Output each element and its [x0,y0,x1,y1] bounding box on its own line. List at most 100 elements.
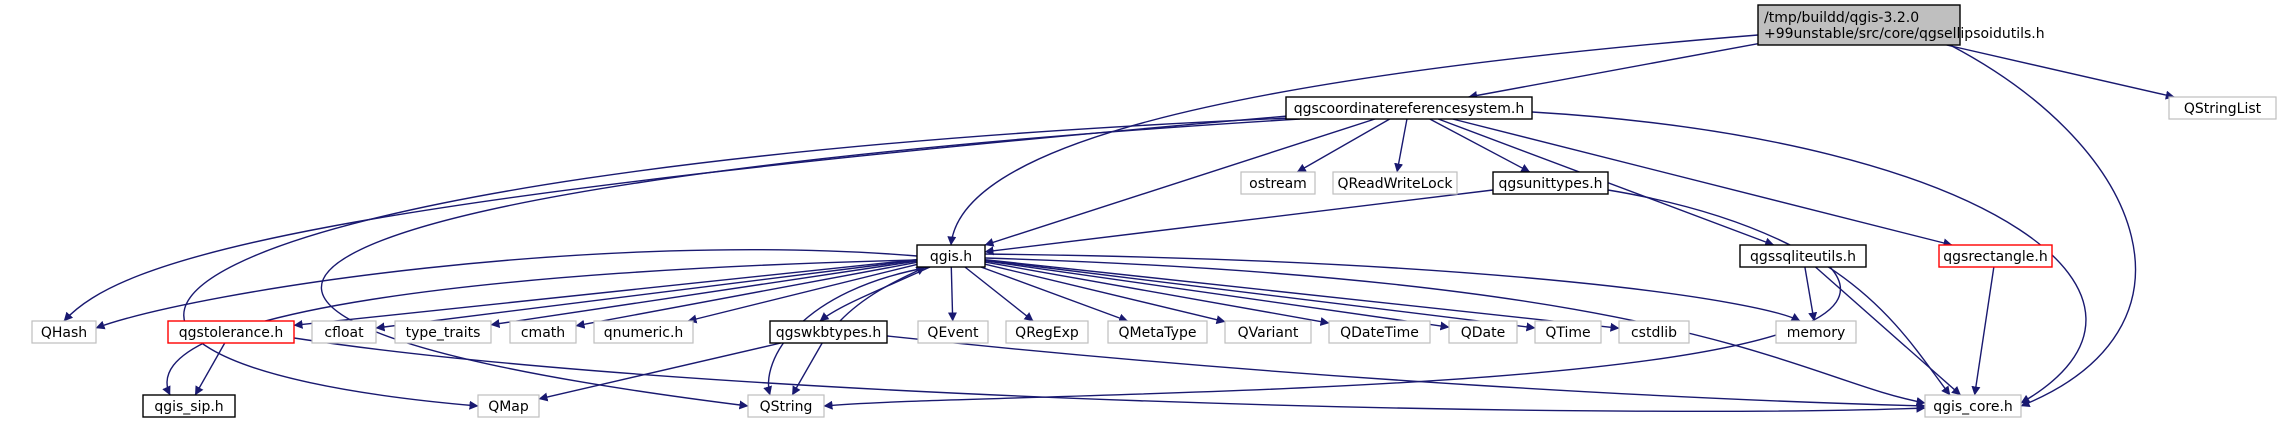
node-qregexp: QRegExp [1005,320,1089,344]
node-qnumeric: qnumeric.h [593,320,694,344]
node-qgis_core: qgis_core.h [1924,394,2022,418]
node-box-root [1757,4,1961,46]
edge-qgis-to-cstdlib [984,258,1620,332]
node-label-cstdlib: cstdlib [1631,325,1677,341]
node-label-qgssqliteutils: qgssqliteutils.h [1750,249,1856,265]
edge-crs-to-qgis [984,118,1376,247]
node-box-qgssqliteutils [1739,244,1867,268]
node-box-qhash [31,320,97,344]
node-cmath: cmath [509,320,577,344]
node-box-qtime [1534,320,1602,344]
node-box-qdate [1448,320,1518,344]
node-box-qgis [916,244,986,268]
node-label-qstringlist: QStringList [2184,101,2262,117]
edge-qgssqliteutils-to-qgis_core [1815,266,1961,396]
node-label-cfloat: cfloat [324,325,364,341]
edge-qgssqliteutils-to-qstring [823,266,1842,410]
node-crs[interactable]: qgscoordinatereferencesystem.h [1285,96,1533,120]
edge-crs-to-qhash [63,114,1301,322]
edge-qgis-to-qdate [984,260,1450,331]
edge-qgis-to-type_traits [490,260,918,329]
edge-crs-to-ostream [1296,118,1391,173]
node-box-qgsrectangle [1938,244,2053,268]
node-cstdlib: cstdlib [1618,320,1690,344]
edges-layer [63,34,2175,413]
node-box-qstringlist [2168,96,2277,120]
node-qevent: QEvent [917,320,989,344]
node-box-cstdlib [1618,320,1690,344]
node-qgsrectangle[interactable]: qgsrectangle.h [1938,244,2053,268]
node-qgssqliteutils[interactable]: qgssqliteutils.h [1739,244,1867,268]
node-label-qevent: QEvent [927,325,979,341]
node-box-qstring [747,394,825,418]
node-label-qgstolerance: qgstolerance.h [179,325,283,341]
node-label-qvariant: QVariant [1238,325,1299,341]
node-label-qgswkbtypes: qgswkbtypes.h [776,325,881,341]
node-box-qmetatype [1107,320,1208,344]
node-label-qregexp: QRegExp [1015,325,1079,341]
node-label-qdatetime: QDateTime [1340,325,1419,341]
edge-crs-to-qreadwritelock [1394,118,1408,173]
edge-qgis-to-qvariant [984,263,1226,325]
node-label-ostream: ostream [1249,176,1307,192]
edge-qgis-to-qgswkbtypes [819,266,931,322]
node-cfloat: cfloat [311,320,377,344]
node-label-qgis_sip: qgis_sip.h [154,399,223,415]
edge-crs-to-qgsrectangle [1452,118,1953,248]
node-box-qgstolerance [167,320,295,344]
node-box-qgis_sip [142,394,236,418]
edge-qgis-to-qgis_sip [162,259,918,396]
node-box-qvariant [1224,320,1312,344]
node-box-memory [1775,320,1857,344]
node-label-qgis_core: qgis_core.h [1933,399,2013,415]
edge-qgswkbtypes-to-qgis_core [886,335,1926,411]
node-box-qnumeric [593,320,694,344]
edge-qgis-to-qdatetime [984,261,1330,326]
node-qstringlist: QStringList [2168,96,2277,120]
node-qmap: QMap [477,394,540,418]
node-label-crs: qgscoordinatereferencesystem.h [1294,101,1525,117]
node-box-qreadwritelock [1332,171,1458,195]
node-label-root-line1: /tmp/buildd/qgis-3.2.0 [1764,10,1919,26]
edge-crs-to-qmap [183,117,1291,410]
edge-crs-to-qgsunittypes [1429,118,1531,173]
node-qvariant: QVariant [1224,320,1312,344]
node-qtime: QTime [1534,320,1602,344]
edge-root-to-qstringlist [1946,44,2175,100]
node-qhash: QHash [31,320,97,344]
node-qdate: QDate [1448,320,1518,344]
edge-qgis-to-cmath [575,261,918,329]
node-label-root-line2: +99unstable/src/core/qgsellipsoidutils.h [1764,26,2045,42]
node-label-qgsrectangle: qgsrectangle.h [1943,249,2047,265]
edge-crs-to-qgis_core [1531,111,2087,404]
node-qmetatype: QMetaType [1107,320,1208,344]
node-label-cmath: cmath [521,325,565,341]
node-box-qdatetime [1328,320,1431,344]
node-box-qmap [477,394,540,418]
node-qgis[interactable]: qgis.h [916,244,986,268]
edge-qgis-to-qgstolerance [293,258,918,329]
node-qgstolerance[interactable]: qgstolerance.h [167,320,295,344]
node-qgswkbtypes[interactable]: qgswkbtypes.h [769,320,888,344]
node-box-qregexp [1005,320,1089,344]
node-type_traits: type_traits [394,320,492,344]
node-box-qgsunittypes [1492,171,1609,195]
node-label-qgis: qgis.h [930,249,972,265]
edge-qgssqliteutils-to-memory [1804,266,1818,322]
nodes-layer: /tmp/buildd/qgis-3.2.0+99unstable/src/co… [31,4,2277,418]
node-label-qdate: QDate [1461,325,1505,341]
edge-qgsunittypes-to-qgis [984,189,1494,256]
node-label-qmap: QMap [488,399,529,415]
node-root[interactable]: /tmp/buildd/qgis-3.2.0+99unstable/src/co… [1757,4,2045,46]
node-qgis_sip[interactable]: qgis_sip.h [142,394,236,418]
node-label-qhash: QHash [41,325,87,341]
edge-qgis-to-memory [984,253,1801,322]
node-qgsunittypes[interactable]: qgsunittypes.h [1492,171,1609,195]
edge-root-to-crs [1468,42,1759,100]
edge-qgis-to-qnumeric [687,263,918,324]
node-memory: memory [1775,320,1857,344]
node-box-qgis_core [1924,394,2022,418]
node-label-memory: memory [1787,325,1846,341]
node-box-crs [1285,96,1533,120]
